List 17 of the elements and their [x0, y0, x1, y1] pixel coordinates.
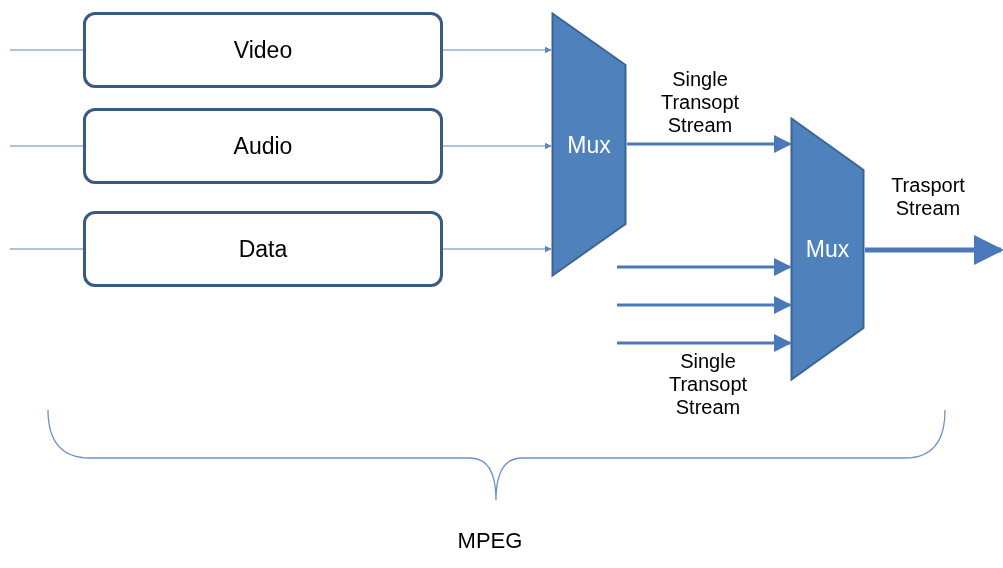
process-box: Data — [83, 211, 443, 287]
process-box: Audio — [83, 108, 443, 184]
process-box: Video — [83, 12, 443, 88]
arrow — [617, 258, 792, 276]
multiplexer-label: Mux — [567, 131, 611, 158]
multiplexer-label: Mux — [805, 235, 850, 263]
connector-line — [9, 49, 84, 51]
arrow — [627, 135, 792, 153]
connector-line — [9, 248, 84, 250]
arrow — [617, 334, 792, 352]
arrow — [442, 46, 552, 54]
brace-label: MPEG — [457, 528, 523, 554]
connector-line — [9, 145, 84, 147]
arrow — [442, 142, 552, 150]
arrow — [865, 235, 1003, 265]
arrow — [617, 296, 792, 314]
arrow — [442, 245, 552, 253]
